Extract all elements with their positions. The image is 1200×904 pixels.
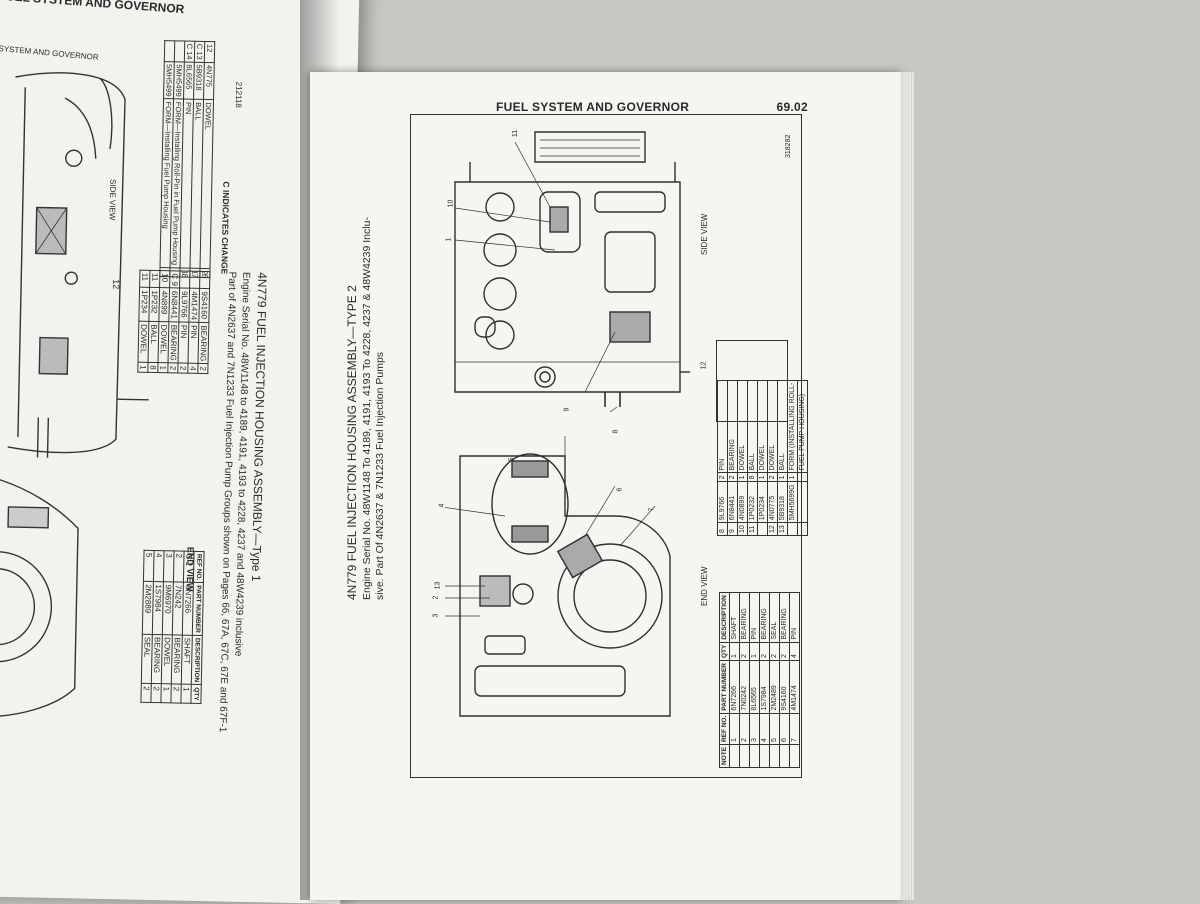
- page-number: 69.02: [776, 100, 808, 114]
- side-view-label: SIDE VIEW: [700, 213, 709, 255]
- figure-frame: [410, 114, 802, 778]
- left-callout-12: 12: [111, 279, 122, 290]
- callout-12: 12: [700, 361, 708, 370]
- callout-1: 1: [445, 237, 453, 242]
- table-row: FUEL PUMP HOUSING): [797, 380, 808, 536]
- callout-10: 10: [447, 199, 455, 208]
- left-page: FUEL SYSTEM AND GOVERNOR FUEL SYSTEM AND…: [0, 0, 360, 904]
- col-ref: REF NO.: [193, 551, 205, 583]
- left-change-note: C INDICATES CHANGE: [219, 181, 232, 275]
- right-parts-table-main: NOTE REF NO. PART NUMBER QTY DESCRIPTION…: [719, 592, 800, 768]
- right-caption-line1: Engine Serial No. 48W1148 To 4189, 4191,…: [361, 217, 373, 600]
- end-view-drawing: [445, 436, 671, 717]
- callout-6: 6: [616, 487, 624, 492]
- col-desc: DESCRIPTION: [719, 592, 730, 643]
- col-qty: QTY: [190, 684, 202, 704]
- right-figure-number: 318282: [785, 134, 792, 158]
- right-caption-title: 4N779 FUEL INJECTION HOUSING ASSEMBLY—TY…: [345, 285, 359, 600]
- right-header-title: FUEL SYSTEM AND GOVERNOR: [496, 100, 690, 114]
- col-qty: QTY: [719, 642, 730, 661]
- callout-9: 9: [563, 407, 571, 412]
- blank-box: [716, 340, 788, 422]
- col-note: NOTE: [719, 744, 730, 768]
- left-end-view-drawing: [0, 475, 79, 718]
- right-page-header: FUEL SYSTEM AND GOVERNOR 69.02: [410, 96, 808, 116]
- left-side-view-label: SIDE VIEW: [107, 178, 118, 221]
- left-side-view-drawing: [7, 72, 149, 458]
- left-caption-block: 4N779 FUEL INJECTION HOUSING ASSEMBLY—Ty…: [217, 271, 270, 733]
- col-desc: DESCRIPTION: [191, 635, 203, 685]
- col-part: PART NUMBER: [192, 582, 204, 636]
- end-view-label: END VIEW: [700, 566, 709, 606]
- callout-5: 5: [508, 457, 516, 462]
- callout-13: 13: [434, 581, 442, 590]
- callout-4: 4: [438, 503, 446, 508]
- side-view-drawing: [454, 131, 690, 412]
- col-ref: REF NO.: [719, 713, 730, 745]
- callout-7: 7: [648, 507, 656, 512]
- col-part: PART NUMBER: [719, 660, 730, 714]
- callout-3: 3: [432, 613, 440, 618]
- right-caption-block: 4N779 FUEL INJECTION HOUSING ASSEMBLY—TY…: [345, 217, 386, 600]
- page-edge: [900, 72, 914, 900]
- callout-2: 2: [432, 595, 440, 600]
- left-figure-number: 212118: [233, 81, 244, 108]
- left-page-header: FUEL SYSTEM AND GOVERNOR: [0, 0, 185, 17]
- callout-8: 8: [612, 429, 620, 434]
- callout-11: 11: [512, 129, 520, 138]
- right-caption-line2: sive. Part Of 4N2637 & 7N1233 Fuel Injec…: [374, 351, 386, 600]
